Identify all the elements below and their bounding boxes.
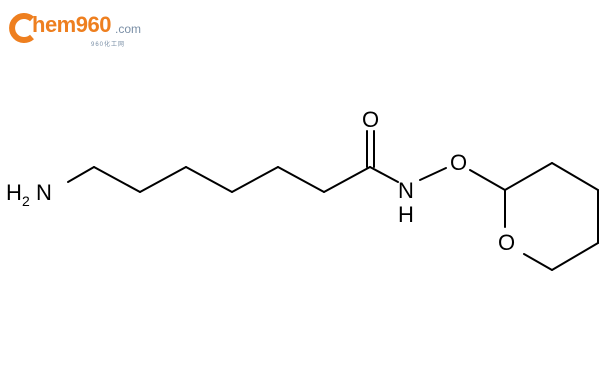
atom-amine-n: N	[36, 180, 52, 205]
bond-c1-c2	[93, 166, 141, 193]
bond-n-c1	[67, 166, 95, 183]
bonds	[67, 130, 599, 271]
bond-c2-c3	[139, 166, 187, 193]
chem960-logo: hem960 .com 960化工网	[8, 12, 158, 52]
atom-ring-o: O	[498, 230, 515, 255]
bond-ring-5	[523, 253, 553, 271]
bond-ring-4	[551, 242, 599, 271]
bond-c5-c6	[277, 166, 325, 193]
bond-c3-c4	[185, 166, 233, 193]
atom-amine-h: H	[6, 180, 22, 205]
bond-n-o	[419, 167, 447, 181]
bond-ring-2	[551, 162, 599, 191]
logo-c-icon	[9, 13, 34, 43]
atom-carbonyl-o: O	[362, 107, 379, 132]
bond-o-c2ring	[469, 169, 506, 191]
bond-ring-1	[504, 162, 553, 191]
logo-subtitle: 960化工网	[91, 42, 126, 48]
atom-ether-o: O	[450, 150, 467, 175]
atom-amine-subscript: 2	[22, 193, 30, 209]
bond-c4-c5	[231, 166, 279, 193]
atom-amide-h: H	[398, 202, 414, 227]
bond-c7-n	[369, 166, 399, 183]
logo-domain: .com	[115, 22, 142, 36]
bond-c6-c7	[323, 166, 371, 193]
logo-text: hem960	[32, 12, 111, 37]
atom-amide-n: N	[398, 178, 414, 203]
